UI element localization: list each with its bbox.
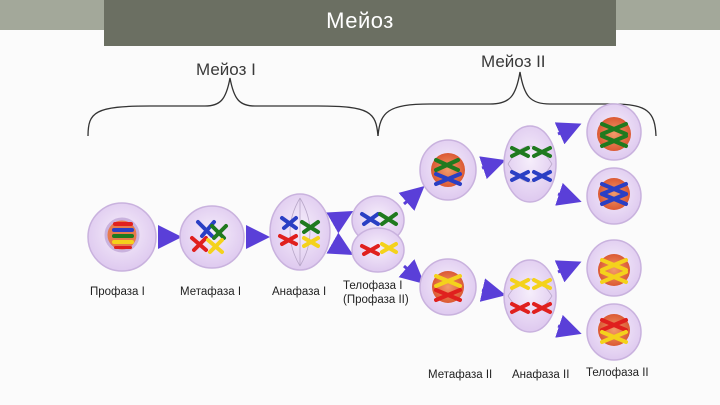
meiosis2-label: Мейоз II — [481, 52, 546, 72]
cell-anaphase-2-top — [504, 126, 556, 202]
label-telophase-1-line1: Телофаза I — [343, 279, 409, 293]
cell-telophase-2-c — [587, 240, 641, 296]
label-anaphase-1: Анафаза I — [272, 285, 326, 299]
cell-anaphase-1 — [270, 194, 330, 270]
cell-prophase-1 — [88, 203, 156, 271]
label-telophase-2: Телофаза II — [586, 366, 649, 380]
label-telophase-1-line2: (Профаза II) — [343, 293, 409, 307]
cell-telophase-2-a — [587, 104, 641, 160]
cell-telophase-2-d — [587, 304, 641, 360]
label-metaphase-1: Метафаза I — [180, 285, 241, 299]
cell-metaphase-1 — [180, 206, 244, 268]
label-telophase-1: Телофаза I (Профаза II) — [343, 279, 409, 307]
meiosis1-brace — [88, 78, 378, 136]
cell-metaphase-2-bottom — [420, 259, 476, 315]
cell-anaphase-2-bottom — [504, 260, 556, 332]
cell-metaphase-2-top — [420, 140, 476, 200]
label-metaphase-2: Метафаза II — [428, 368, 492, 382]
label-anaphase-2: Анафаза II — [512, 368, 569, 382]
cell-telophase-2-b — [587, 168, 641, 224]
meiosis1-label: Мейоз I — [196, 60, 256, 80]
cell-telophase-1 — [352, 196, 404, 272]
label-prophase-1: Профаза I — [90, 285, 145, 299]
